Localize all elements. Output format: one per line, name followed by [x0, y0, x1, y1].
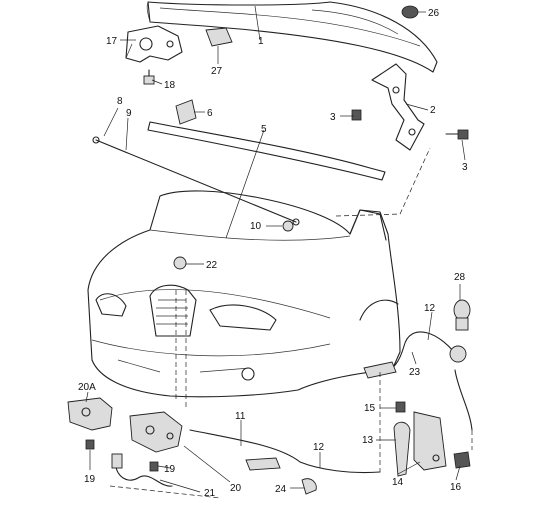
- callout-10: 10: [250, 221, 262, 232]
- callout-labels: 1 2 3 3 5 6 8 9 10 11 12 12 13 14 15 16 …: [78, 8, 468, 499]
- callout-3-right: 3: [462, 162, 468, 173]
- clip-24: [301, 478, 317, 495]
- dashed-connections: [109, 147, 473, 499]
- wiring-harness-21: [111, 453, 173, 487]
- bonnet-lock-20A: [67, 397, 113, 431]
- callout-5: 5: [261, 124, 267, 135]
- bonnet-panel: [146, 1, 438, 73]
- callout-17: 17: [106, 36, 118, 47]
- callout-14: 14: [392, 477, 404, 488]
- bolt-18: [143, 69, 155, 85]
- callout-12-bottom: 12: [313, 442, 325, 453]
- callout-6: 6: [207, 108, 213, 119]
- callout-19-left: 19: [84, 474, 96, 485]
- hinge-2: [371, 63, 425, 151]
- callout-16: 16: [450, 482, 462, 493]
- callout-26: 26: [428, 8, 440, 19]
- callout-27: 27: [211, 66, 223, 77]
- callout-12-right: 12: [424, 303, 436, 314]
- bolt-3-left: [351, 109, 362, 121]
- leader-lines: [85, 5, 466, 493]
- striker-bracket: [125, 25, 183, 63]
- bolt-19-left: [85, 439, 95, 450]
- bonnet-prop-rod: [92, 136, 300, 226]
- callout-20: 20: [230, 483, 242, 494]
- callout-24: 24: [275, 484, 287, 495]
- callout-13: 13: [362, 435, 374, 446]
- callout-3-left: 3: [330, 112, 336, 123]
- callout-19-right: 19: [164, 464, 176, 475]
- callout-18: 18: [164, 80, 176, 91]
- handle-bracket-14: [413, 411, 447, 471]
- release-cable-bottom: [189, 429, 381, 474]
- grommet-22: [173, 256, 187, 270]
- callout-15: 15: [364, 403, 376, 414]
- stop-6: [175, 99, 197, 125]
- bolt-3-right: [445, 129, 469, 140]
- rubber-pad-27: [205, 27, 233, 47]
- buffer-26: [401, 5, 419, 19]
- callout-2: 2: [430, 105, 436, 116]
- clip-16: [453, 451, 471, 469]
- bonnet-lock-20: [129, 411, 183, 453]
- grommet-28: [449, 299, 471, 363]
- callout-9: 9: [126, 108, 132, 119]
- callout-8: 8: [117, 96, 123, 107]
- callout-20A: 20A: [78, 382, 96, 393]
- clip-10: [282, 220, 294, 232]
- release-cable-right: [363, 331, 473, 431]
- bonnet-seal-5: [147, 121, 386, 181]
- callout-1: 1: [258, 36, 264, 47]
- callout-11: 11: [235, 411, 246, 422]
- callout-23: 23: [409, 367, 421, 378]
- car-front-body: [87, 190, 401, 398]
- callout-28: 28: [454, 272, 466, 283]
- release-handle-13: [393, 421, 411, 477]
- callout-21: 21: [204, 488, 216, 499]
- bolt-19-right: [149, 461, 159, 472]
- callout-22: 22: [206, 260, 218, 271]
- bolt-15: [395, 401, 406, 413]
